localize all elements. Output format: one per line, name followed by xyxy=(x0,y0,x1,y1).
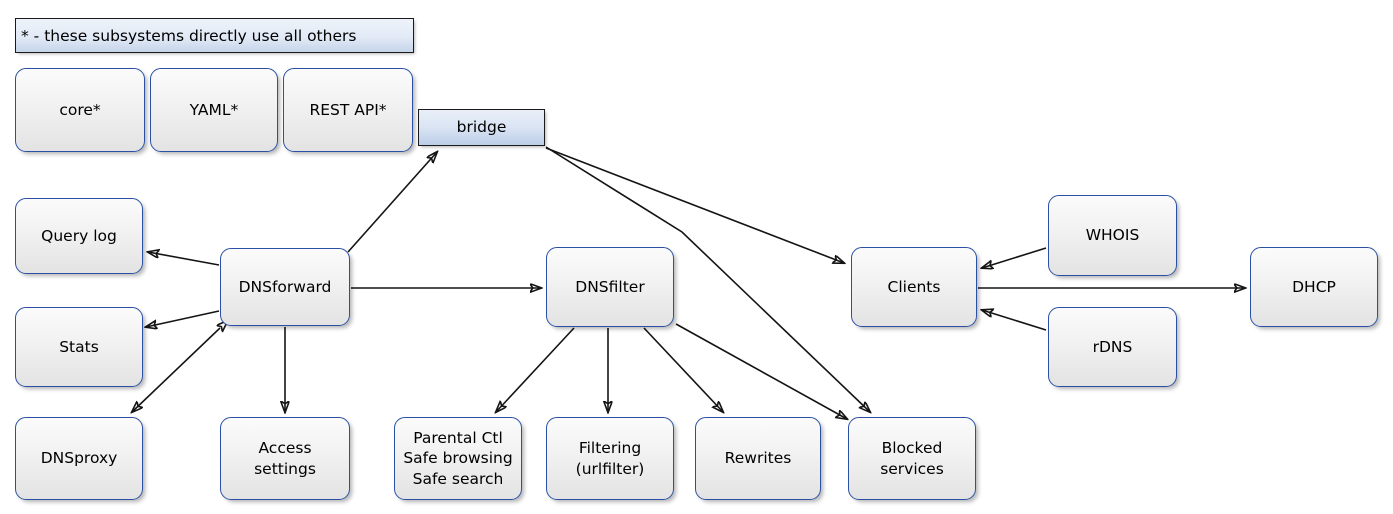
node-bridge[interactable]: bridge xyxy=(418,109,545,146)
node-dnsfilter[interactable]: DNSfilter xyxy=(546,247,674,327)
node-filtering-urlfilter[interactable]: Filtering (urlfilter) xyxy=(546,417,674,500)
node-whois[interactable]: WHOIS xyxy=(1048,195,1177,276)
edge-bridge-clients xyxy=(545,147,844,263)
node-core[interactable]: core* xyxy=(15,68,145,152)
node-rdns[interactable]: rDNS xyxy=(1048,307,1177,387)
note-subsystems-legend: * - these subsystems directly use all ot… xyxy=(15,18,414,53)
node-dnsproxy[interactable]: DNSproxy xyxy=(15,417,143,500)
edge-dnsforward-querylog xyxy=(148,252,220,266)
edge-dnsforward-dnsproxy xyxy=(132,328,220,412)
node-rewrites[interactable]: Rewrites xyxy=(695,417,821,500)
edge-dnsfilter-parental xyxy=(496,327,575,412)
node-parental-control[interactable]: Parental Ctl Safe browsing Safe search xyxy=(394,417,522,500)
node-rest-api[interactable]: REST API* xyxy=(283,68,413,152)
edge-whois-clients xyxy=(982,247,1047,268)
node-yaml[interactable]: YAML* xyxy=(150,68,278,152)
edge-dnsfilter-rewrites xyxy=(643,327,723,412)
node-dnsforward[interactable]: DNSforward xyxy=(220,248,350,326)
edge-dnsfilter-blocked xyxy=(675,323,847,419)
edge-dnsforward-stats xyxy=(146,310,220,327)
node-dhcp[interactable]: DHCP xyxy=(1250,247,1378,327)
node-query-log[interactable]: Query log xyxy=(15,198,143,274)
node-clients[interactable]: Clients xyxy=(851,247,977,327)
edge-dnsforward-bridge xyxy=(347,152,437,253)
node-access-settings[interactable]: Access settings xyxy=(220,417,350,500)
note-text: * - these subsystems directly use all ot… xyxy=(21,26,357,45)
node-stats[interactable]: Stats xyxy=(15,307,143,387)
node-blocked-services[interactable]: Blocked services xyxy=(848,417,976,500)
edge-rdns-clients xyxy=(982,310,1047,331)
